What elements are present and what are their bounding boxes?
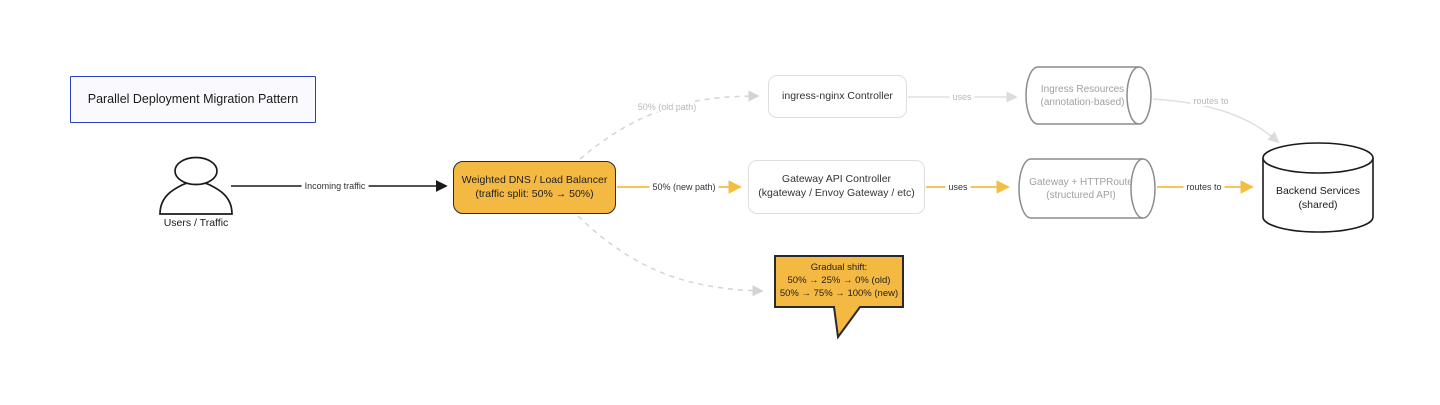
gateway-httproute-shape	[1018, 158, 1156, 219]
gateway-httproute-line2: (structured API)	[1046, 189, 1116, 201]
diagram-title-text: Parallel Deployment Migration Pattern	[87, 92, 299, 107]
backend-line2: (shared)	[1298, 199, 1338, 211]
edge-label-uses-old: uses	[949, 92, 975, 102]
users-icon	[159, 156, 233, 215]
dns-line2: (traffic split: 50% → 50%)	[475, 187, 594, 200]
edge-gradual-shift-dashed	[577, 215, 764, 297]
node-weighted-dns: Weighted DNS / Load Balancer (traffic sp…	[453, 161, 616, 214]
users-node-label: Users / Traffic	[163, 217, 229, 229]
edge-label-uses-new: uses	[945, 182, 971, 192]
gateway-httproute-line1: Gateway + HTTPRoute	[1029, 176, 1133, 188]
gradual-shift-bubble-shape	[774, 255, 904, 340]
ingress-resources-line1: Ingress Resources	[1040, 83, 1125, 95]
ingress-resources-line2: (annotation-based)	[1040, 96, 1125, 108]
note-line3: 50% → 75% → 100% (new)	[779, 287, 899, 299]
edge-label-new-path: 50% (new path)	[649, 182, 719, 192]
node-ingress-nginx-controller: ingress-nginx Controller	[768, 75, 907, 118]
ingress-resources-shape	[1025, 66, 1152, 125]
edge-label-routes-to-new: routes to	[1183, 182, 1225, 192]
note-line1: Gradual shift:	[810, 262, 868, 274]
gateway-controller-line1: Gateway API Controller	[781, 173, 892, 186]
ingress-controller-label: ingress-nginx Controller	[782, 89, 893, 102]
node-gateway-httproute: Gateway + HTTPRoute (structured API)	[1019, 159, 1143, 218]
edge-routes-to-old	[1152, 98, 1280, 144]
node-gateway-api-controller: Gateway API Controller (kgateway / Envoy…	[748, 160, 925, 214]
edge-label-incoming-traffic: Incoming traffic	[301, 181, 369, 191]
diagram-title: Parallel Deployment Migration Pattern	[70, 76, 316, 123]
backend-database-shape	[1262, 142, 1374, 233]
edge-label-routes-to-old: routes to	[1190, 96, 1232, 106]
node-ingress-resources: Ingress Resources (annotation-based)	[1026, 67, 1139, 124]
node-gradual-shift-note: Gradual shift: 50% → 25% → 0% (old) 50% …	[775, 256, 903, 307]
dns-line1: Weighted DNS / Load Balancer	[461, 173, 608, 186]
backend-line1: Backend Services	[1275, 184, 1361, 197]
node-backend-services: Backend Services (shared)	[1263, 173, 1373, 223]
note-line2: 50% → 25% → 0% (old)	[787, 275, 891, 287]
edge-label-old-path: 50% (old path)	[634, 102, 700, 112]
gateway-controller-line2: (kgateway / Envoy Gateway / etc)	[758, 187, 915, 199]
